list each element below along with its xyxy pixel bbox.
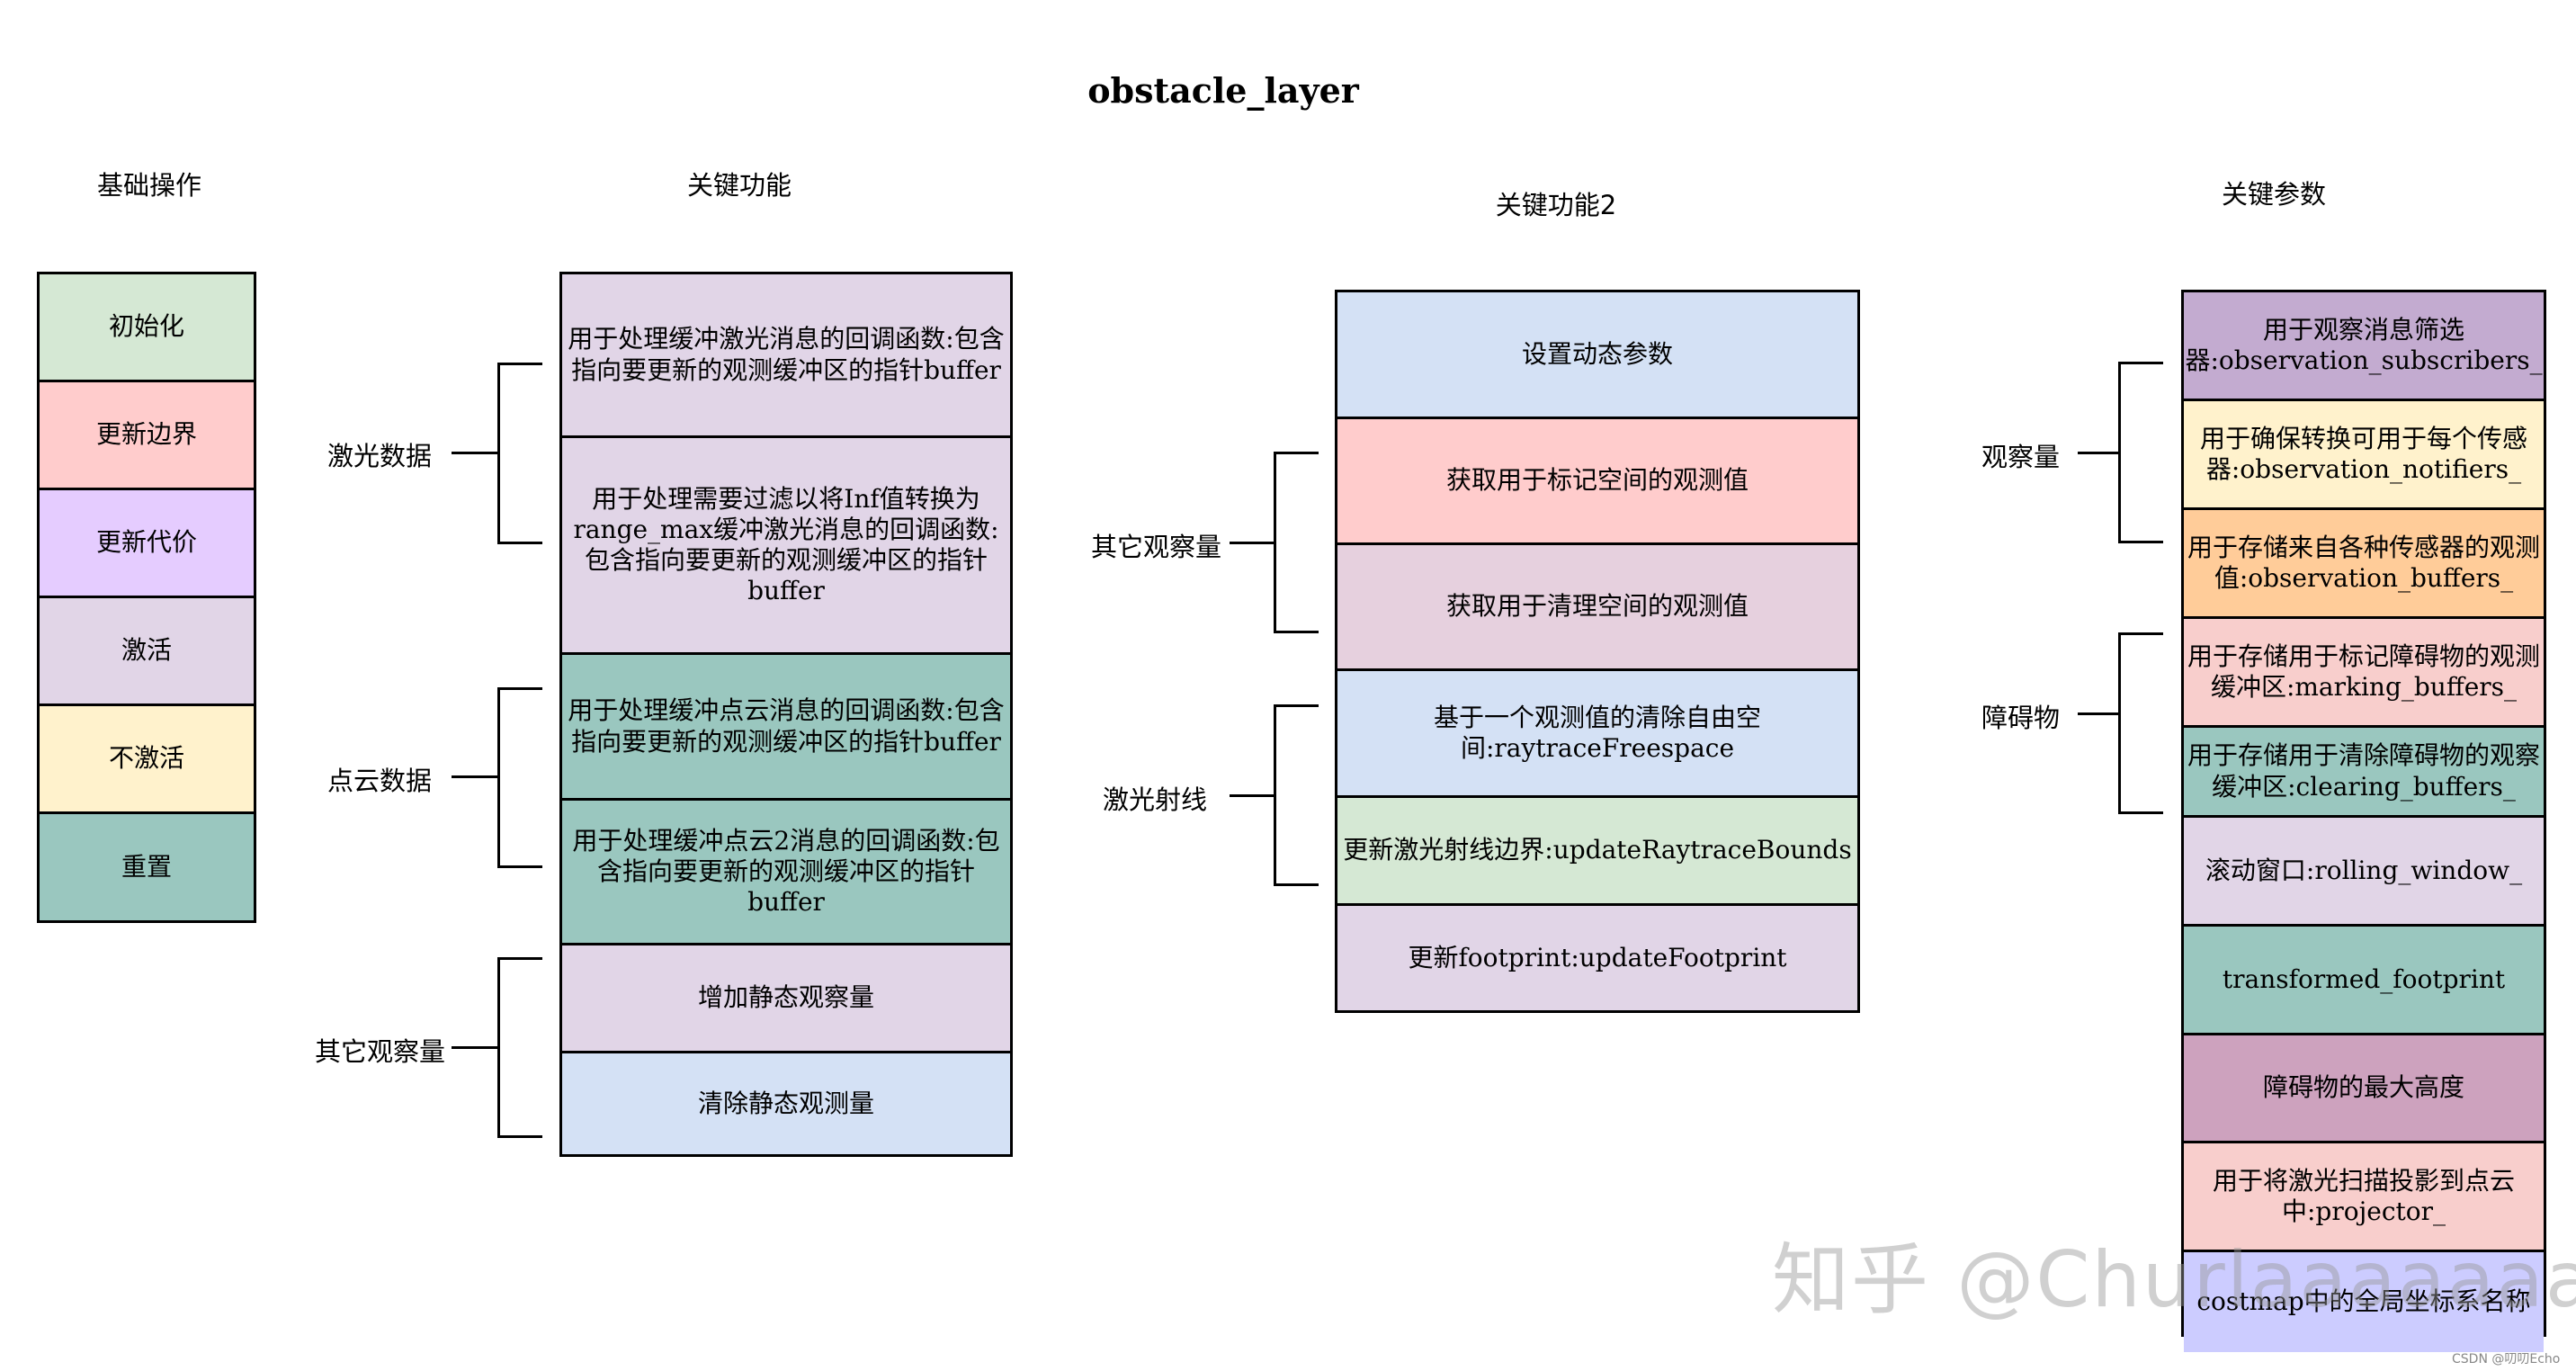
brace-stub-pointcloud-data [452,775,500,778]
param-observation-buffers: 用于存储来自各种传感器的观测值:observation_buffers_ [2184,510,2544,619]
key-fn-laser-callback: 用于处理缓冲激光消息的回调函数:包含指向要更新的观测缓冲区的指针buffer [562,274,1010,438]
key-functions-stack: 用于处理缓冲激光消息的回调函数:包含指向要更新的观测缓冲区的指针buffer 用… [559,272,1013,1157]
diagram-title: obstacle_layer [1087,70,1359,111]
group-label-pointcloud-data: 点云数据 [326,766,432,796]
key-fn-pointcloud2-callback: 用于处理缓冲点云2消息的回调函数:包含指向要更新的观测缓冲区的指针buffer [562,801,1010,945]
key2-update-raytrace-bounds: 更新激光射线边界:updateRaytraceBounds [1337,798,1857,906]
key2-clearing-observations: 获取用于清理空间的观测值 [1337,545,1857,671]
param-transformed-footprint: transformed_footprint [2184,927,2544,1035]
key2-set-dynamic-params: 设置动态参数 [1337,292,1857,419]
brace-observations [2118,362,2163,543]
key-fn-pointcloud-callback: 用于处理缓冲点云消息的回调函数:包含指向要更新的观测缓冲区的指针buffer [562,655,1010,801]
group-label-laser-data: 激光数据 [326,441,432,471]
basic-op-deactivate: 不激活 [40,706,254,814]
group-label-observations: 观察量 [1981,442,2060,472]
brace-stub-key2-other-obs [1230,542,1276,544]
brace-laser-ray [1274,704,1319,886]
group-label-other-obs: 其它观察量 [314,1036,445,1067]
brace-key2-other-obs [1274,452,1319,633]
key2-update-footprint: 更新footprint:updateFootprint [1337,906,1857,1010]
basic-op-update-bounds: 更新边界 [40,382,254,490]
param-clearing-buffers: 用于存储用于清除障碍物的观察缓冲区:clearing_buffers_ [2184,728,2544,818]
key-fn-add-static-obs: 增加静态观察量 [562,945,1010,1053]
basic-op-activate: 激活 [40,598,254,706]
param-marking-buffers: 用于存储用于标记障碍物的观测缓冲区:marking_buffers_ [2184,619,2544,728]
brace-obstacles [2118,632,2163,814]
group-label-obstacles: 障碍物 [1981,703,2060,733]
brace-stub-laser-ray [1230,794,1276,797]
key-params-stack: 用于观察消息筛选器:observation_subscribers_ 用于确保转… [2181,290,2546,1352]
heading-basic-ops: 基础操作 [96,170,201,201]
brace-stub-other-obs [452,1046,500,1049]
basic-op-init: 初始化 [40,274,254,382]
credit-text: CSDN @叨叨Echo [2452,1352,2561,1367]
brace-stub-observations [2078,452,2121,454]
group-label-key2-other-obs: 其它观察量 [1090,532,1221,562]
brace-other-obs [497,957,542,1138]
watermark-text: 知乎 @Churlaaaaaaa [1772,1235,2576,1325]
key2-raytrace-freespace: 基于一个观测值的清除自由空间:raytraceFreespace [1337,671,1857,798]
param-global-frame: costmap中的全局坐标系名称 [2184,1252,2544,1352]
brace-stub-obstacles [2078,712,2121,715]
heading-key-params: 关键参数 [2221,179,2326,210]
key-fn-clear-static-obs: 清除静态观测量 [562,1053,1010,1154]
key-fn-laser-inf-callback: 用于处理需要过滤以将Inf值转换为range_max缓冲激光消息的回调函数:包含… [562,438,1010,655]
basic-op-update-costs: 更新代价 [40,490,254,598]
heading-key-functions: 关键功能 [686,170,792,201]
param-rolling-window: 滚动窗口:rolling_window_ [2184,818,2544,927]
key2-marking-observations: 获取用于标记空间的观测值 [1337,419,1857,545]
brace-pointcloud-data [497,687,542,868]
param-observation-subscribers: 用于观察消息筛选器:observation_subscribers_ [2184,292,2544,401]
key-functions-2-stack: 设置动态参数 获取用于标记空间的观测值 获取用于清理空间的观测值 基于一个观测值… [1335,290,1860,1013]
basic-op-reset: 重置 [40,814,254,920]
brace-stub-laser-data [452,452,500,454]
group-label-laser-ray: 激光射线 [1102,784,1207,815]
brace-laser-data [497,363,542,544]
basic-ops-stack: 初始化 更新边界 更新代价 激活 不激活 重置 [37,272,256,923]
param-projector: 用于将激光扫描投影到点云中:projector_ [2184,1143,2544,1252]
heading-key-functions-2: 关键功能2 [1495,190,1617,220]
param-max-obstacle-height: 障碍物的最大高度 [2184,1035,2544,1143]
param-observation-notifiers: 用于确保转换可用于每个传感器:observation_notifiers_ [2184,401,2544,510]
